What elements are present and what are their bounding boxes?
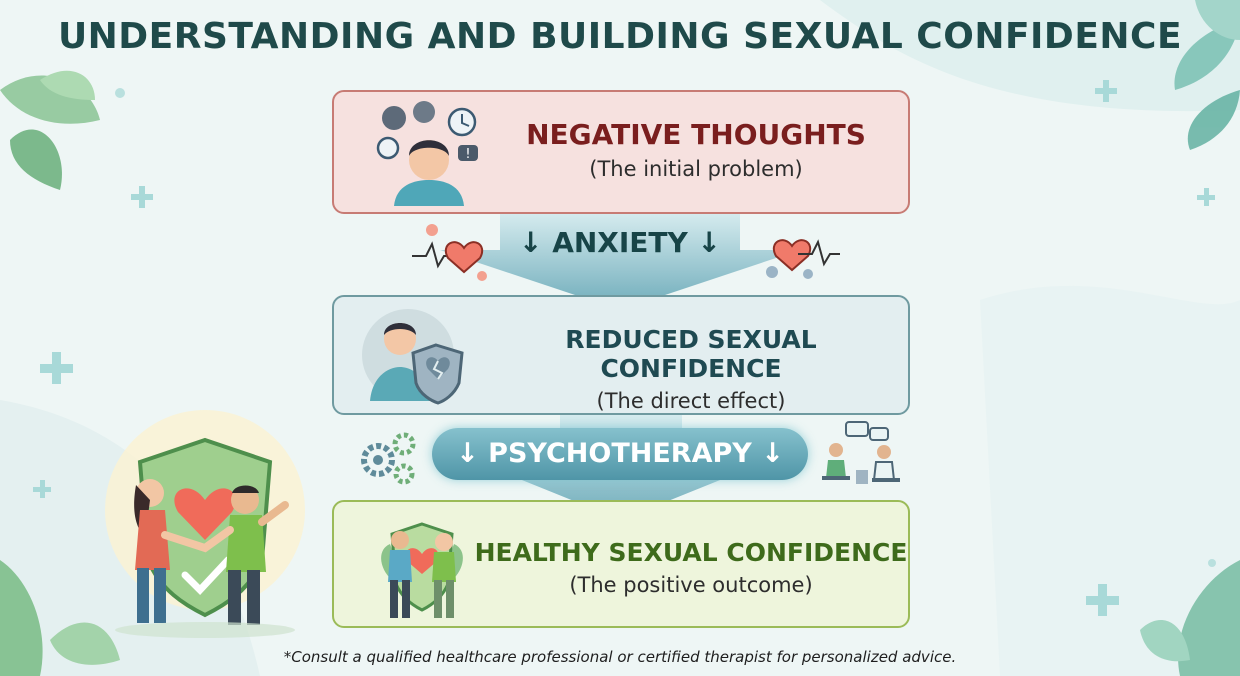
plus-icon [33, 80, 1215, 616]
page-title: UNDERSTANDING AND BUILDING SEXUAL CONFID… [57, 16, 1183, 57]
stage-title: NEGATIVE THOUGHTS [526, 118, 866, 151]
flow-arrow-anxiety [440, 206, 800, 310]
connector-psychotherapy: ↓ PSYCHOTHERAPY ↓ [432, 428, 808, 480]
happy-couple-icon [381, 522, 463, 618]
broken-shield-person-icon [362, 309, 464, 405]
disclaimer-text: *Consult a qualified healthcare professi… [283, 648, 957, 666]
stage-reduced-text: REDUCED SEXUAL CONFIDENCE (The direct ef… [474, 325, 908, 413]
stage-reduced-confidence: REDUCED SEXUAL CONFIDENCE (The direct ef… [332, 295, 910, 415]
leaf-decor-top-left [0, 70, 100, 190]
background-blob [980, 285, 1240, 676]
therapy-session-icon [822, 421, 900, 484]
leaf-decor-top-right [1174, 0, 1240, 150]
stage-title: REDUCED SEXUAL CONFIDENCE [565, 325, 817, 383]
leaf-decor-bottom-right [1140, 560, 1240, 676]
gears-icon [361, 432, 416, 485]
stressed-head-icon: ! [376, 101, 478, 206]
leaf-decor-bottom-left [0, 560, 120, 676]
background-blob [820, 0, 1240, 112]
couple-shield-illustration [105, 410, 305, 638]
stage-healthy-text: HEALTHY SEXUAL CONFIDENCE (The positive … [474, 538, 908, 597]
stage-healthy-confidence: HEALTHY SEXUAL CONFIDENCE (The positive … [332, 500, 910, 628]
stage-negative-thoughts: ! NEGATIVE THOUGHTS (The initial problem… [332, 90, 910, 214]
stage-subtitle: (The initial problem) [589, 157, 803, 181]
connector-anxiety: ↓ ANXIETY ↓ [518, 226, 722, 259]
stage-title: HEALTHY SEXUAL CONFIDENCE [474, 538, 908, 567]
stage-negative-text: NEGATIVE THOUGHTS (The initial problem) [484, 118, 908, 181]
svg-text:!: ! [465, 147, 470, 162]
stage-subtitle: (The positive outcome) [569, 573, 813, 597]
stage-subtitle: (The direct effect) [596, 389, 786, 413]
racing-heart-icon-left [412, 224, 487, 281]
racing-heart-icon-right [766, 239, 840, 279]
